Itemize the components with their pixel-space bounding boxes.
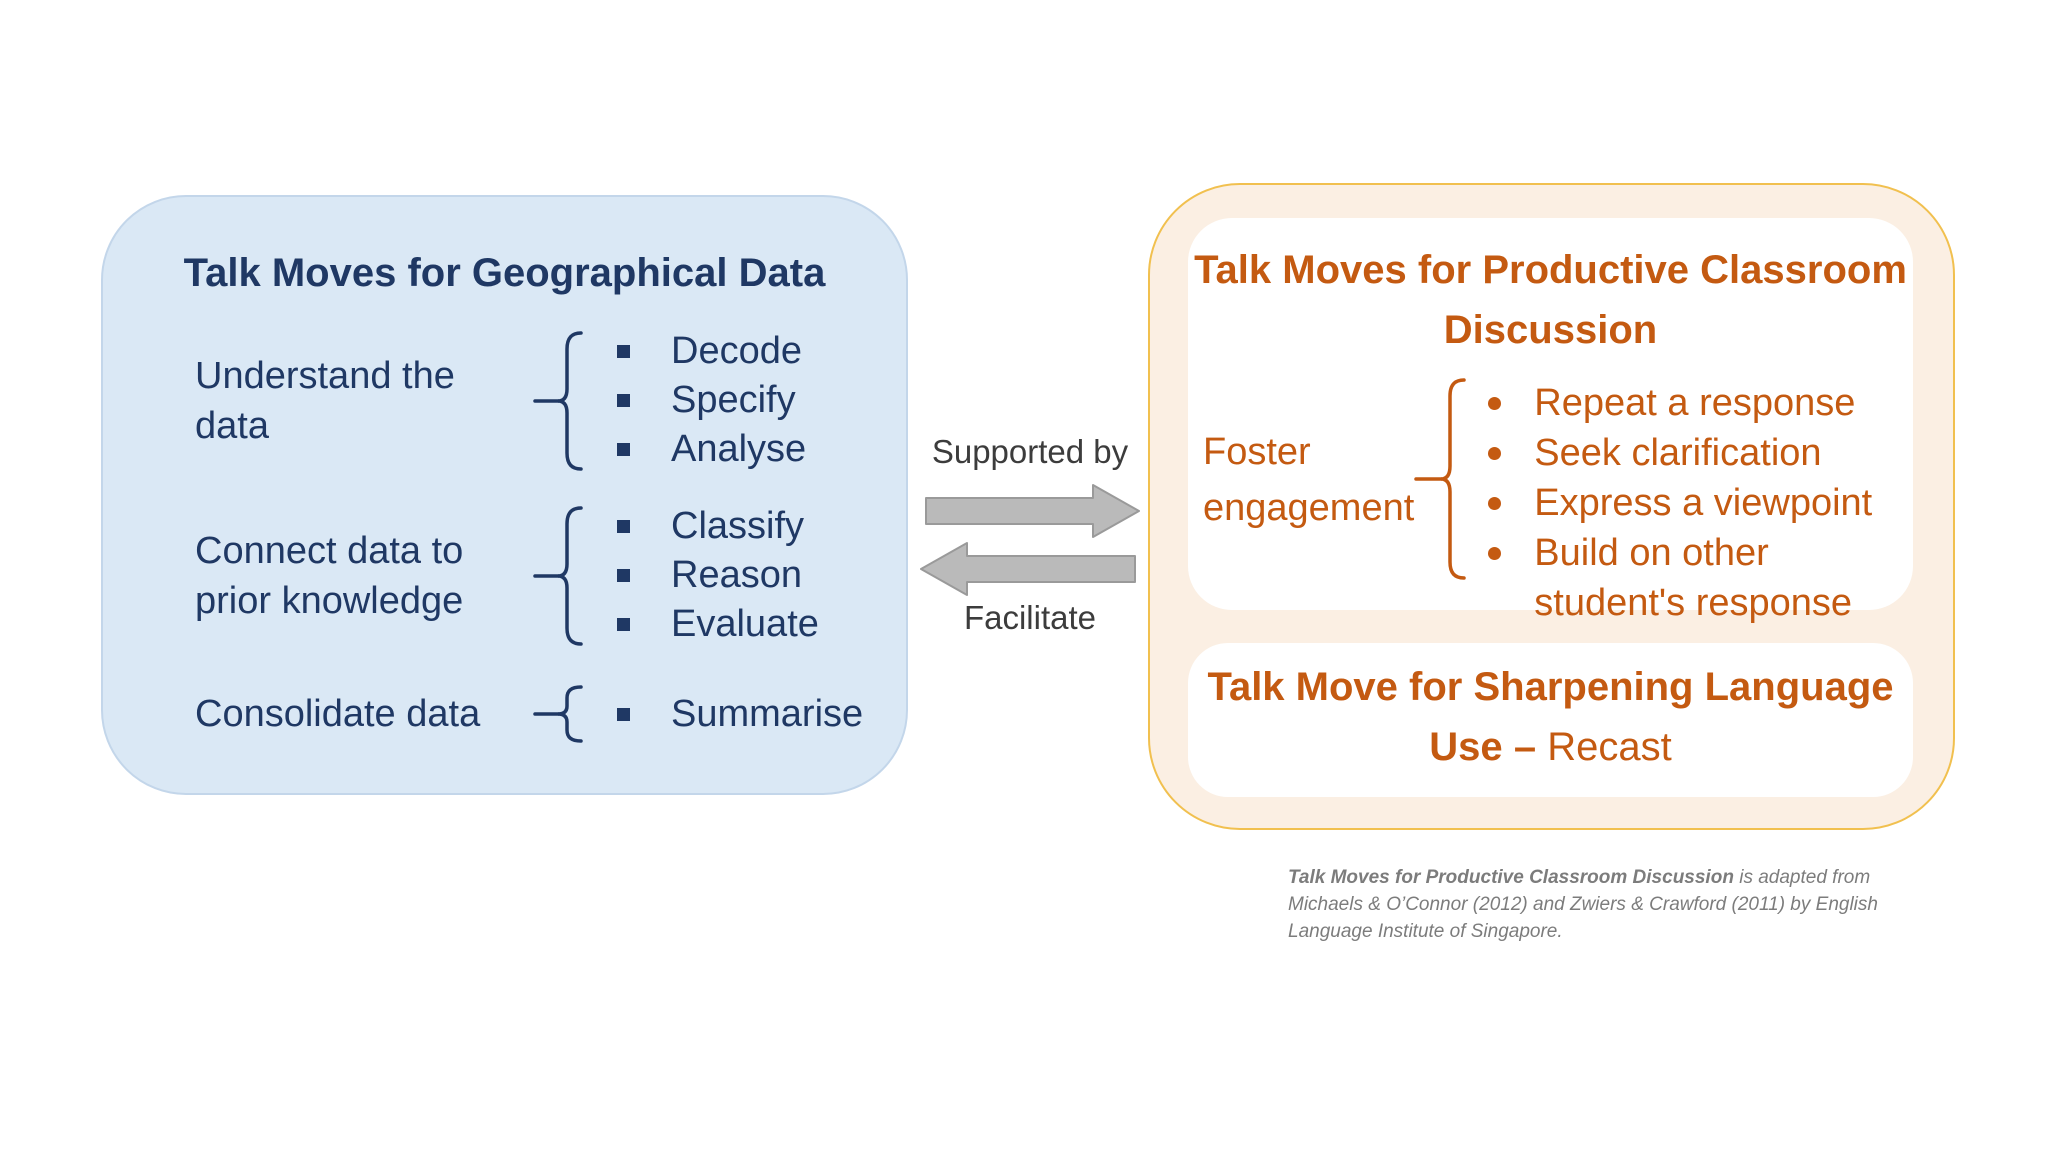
dash-separator: – [1513, 725, 1537, 769]
square-bullet-icon [617, 520, 630, 533]
item-text: Decode [671, 330, 802, 372]
item-text: Evaluate [671, 603, 819, 645]
item-text: Express a viewpoint [1534, 482, 1873, 524]
group-items: Repeat a response Seek clarification Exp… [1488, 378, 1913, 628]
round-bullet-icon [1488, 547, 1502, 560]
foster-engagement-group: Foster engagement Repeat a response Seek… [1188, 378, 1913, 628]
round-bullet-icon [1488, 397, 1502, 410]
geographical-data-panel: Talk Moves for Geographical Data Underst… [101, 195, 908, 795]
group-items: Summarise [617, 690, 863, 739]
list-item: Decode [617, 327, 806, 376]
footnote-bold-part: Talk Moves for Productive Classroom Disc… [1288, 867, 1734, 888]
item-text: Reason [671, 554, 802, 596]
square-bullet-icon [617, 618, 630, 631]
brace-icon [533, 685, 583, 743]
title-regular-part: Recast [1547, 725, 1672, 769]
sharpening-box-title: Talk Move for Sharpening Language Use – … [1188, 643, 1913, 777]
square-bullet-icon [617, 345, 630, 358]
group-label: Consolidate data [195, 693, 481, 735]
left-arrow-icon [920, 542, 1136, 596]
group-items: Decode Specify Analyse [617, 327, 806, 474]
classroom-discussion-panel: Talk Moves for Productive Classroom Disc… [1148, 183, 1955, 830]
square-bullet-icon [617, 569, 630, 582]
group-understand-data: Understand the data Decode Specify Analy… [103, 327, 906, 474]
square-bullet-icon [617, 443, 630, 456]
footnote-regular-part: is adapted from Michaels & O’Connor (201… [1288, 867, 1878, 942]
list-item: Seek clarification [1488, 428, 1913, 478]
right-arrow-icon [925, 484, 1140, 538]
list-item: Classify [617, 502, 819, 551]
list-item: Repeat a response [1488, 378, 1913, 428]
square-bullet-icon [617, 707, 630, 721]
item-text: Summarise [671, 692, 864, 735]
item-text: Build on other student's response [1534, 532, 1853, 624]
list-item: Build on other student's response [1488, 528, 1913, 628]
item-text: Classify [671, 505, 805, 547]
brace-icon [533, 330, 583, 471]
group-connect-data: Connect data to prior knowledge Classify… [103, 502, 906, 649]
item-text: Specify [671, 379, 796, 421]
round-bullet-icon [1488, 447, 1502, 460]
list-item: Express a viewpoint [1488, 478, 1913, 528]
list-item: Summarise [617, 690, 863, 739]
group-label: Foster engagement [1203, 431, 1415, 529]
list-item: Specify [617, 376, 806, 425]
left-panel-title: Talk Moves for Geographical Data [183, 251, 826, 295]
list-item: Reason [617, 551, 819, 600]
supported-by-label: Supported by [931, 433, 1129, 470]
list-item: Evaluate [617, 600, 819, 649]
square-bullet-icon [617, 394, 630, 407]
productive-discussion-box: Talk Moves for Productive Classroom Disc… [1188, 218, 1913, 624]
group-label: Understand the data [195, 354, 455, 447]
list-item: Analyse [617, 425, 806, 474]
round-bullet-icon [1488, 497, 1502, 510]
brace-icon [1414, 378, 1467, 580]
group-items: Classify Reason Evaluate [617, 502, 819, 649]
group-label: Connect data to prior knowledge [195, 529, 464, 622]
sharpening-language-box: Talk Move for Sharpening Language Use – … [1188, 643, 1913, 797]
brace-icon [533, 505, 583, 646]
item-text: Repeat a response [1534, 382, 1856, 424]
item-text: Analyse [671, 428, 807, 470]
attribution-footnote: Talk Moves for Productive Classroom Disc… [1288, 864, 1878, 945]
discussion-box-title: Talk Moves for Productive Classroom Disc… [1194, 248, 1907, 352]
facilitate-label: Facilitate [963, 599, 1097, 636]
group-consolidate-data: Consolidate data Summarise [103, 685, 906, 743]
title-bold-part: Talk Move for Sharpening Language Use [1207, 665, 1894, 769]
item-text: Seek clarification [1534, 432, 1822, 474]
